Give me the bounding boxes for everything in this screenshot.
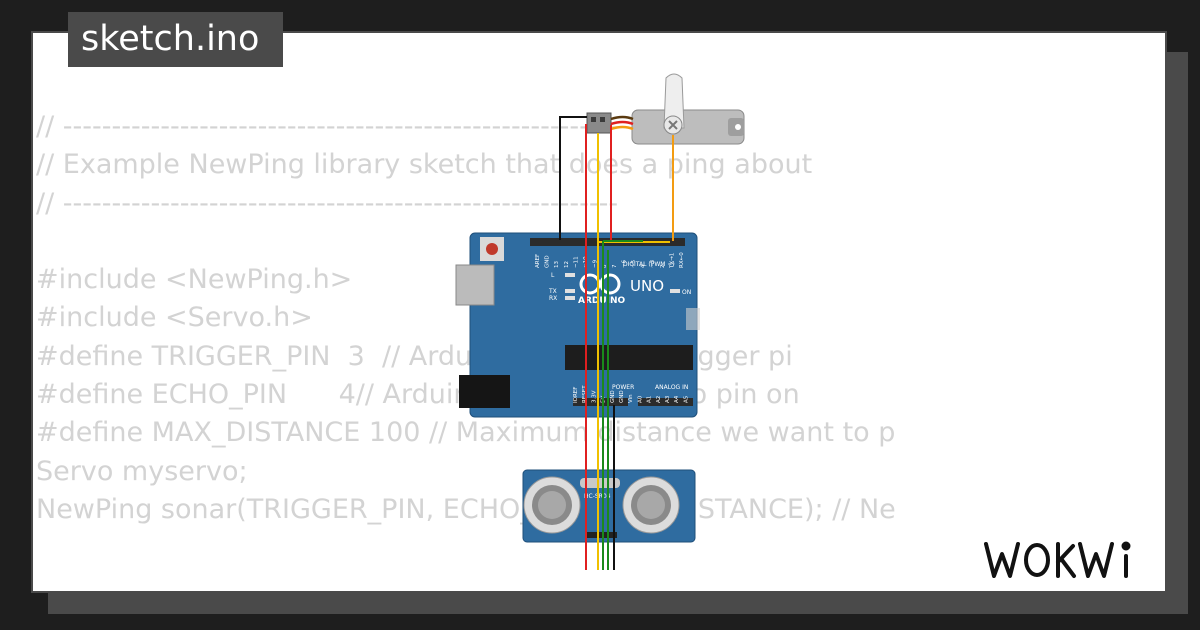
pin-label: TX→1 <box>669 253 675 269</box>
analog-header-label: ANALOG IN <box>655 384 688 391</box>
code-preview: // -------------------------------------… <box>36 108 896 529</box>
power-header-label: POWER <box>612 384 634 391</box>
led-label-rx: RX <box>549 295 557 302</box>
file-name-tab: sketch.ino <box>68 12 284 67</box>
pin-label: A1 <box>647 396 653 403</box>
pin-label: A0 <box>637 395 643 403</box>
pin-label: Vin <box>628 394 634 403</box>
code-line: NewPing sonar(TRIGGER_PIN, ECHO_PIN, MAX… <box>36 493 896 525</box>
pin-label: A2 <box>656 396 662 403</box>
pin-label: 8 <box>602 264 608 268</box>
pin-label: A3 <box>665 395 671 403</box>
pin-label: A4 <box>674 395 680 403</box>
board-model: UNO <box>630 277 664 295</box>
pin-label: GND <box>619 390 625 403</box>
code-line: #include <Servo.h> <box>36 302 313 334</box>
code-line: // -------------------------------------… <box>36 187 619 219</box>
pin-label: 7 <box>612 264 618 268</box>
code-line: Servo myservo; <box>36 455 248 487</box>
wires <box>559 116 674 570</box>
code-line: #define MAX_DISTANCE 100 // Maximum dist… <box>36 417 896 449</box>
pin-label: 4 <box>641 264 647 268</box>
ultrasonic-sensor[interactable]: HC-SR04 <box>522 469 696 543</box>
servo-motor[interactable] <box>586 73 745 145</box>
on-label: ON <box>682 289 691 296</box>
pin-label: GND <box>545 255 551 268</box>
pin-label: 13 <box>554 261 560 268</box>
board-brand: ARDUINO <box>578 296 626 306</box>
code-line: // Example NewPing library sketch that d… <box>36 149 813 181</box>
wokwi-logo <box>978 534 1150 586</box>
code-line: // -------------------------------------… <box>36 111 619 142</box>
code-line: #include <NewPing.h> <box>36 264 353 296</box>
pin-label: A5 <box>683 395 689 403</box>
pin-label: ~9 <box>593 259 599 268</box>
pin-label: IOREF <box>573 387 579 403</box>
pin-label: ~11 <box>573 256 579 268</box>
digital-header-label: DIGITAL (PWM ~) <box>623 261 675 268</box>
pin-label: GND <box>610 390 616 403</box>
pin-label: RX←0 <box>679 252 685 268</box>
pin-label: 3.3V <box>591 390 597 403</box>
pin-label: 2 <box>660 265 666 269</box>
pin-label: ~5 <box>631 259 637 268</box>
arduino-uno-board[interactable]: L TX RX ON ARDUINO UNO DIGITAL (PWM ~) A… <box>455 232 700 418</box>
pin-label: 12 <box>564 261 570 268</box>
led-label-l: L <box>551 272 555 279</box>
led-label-tx: TX <box>548 288 557 295</box>
pin-label: ~6 <box>621 259 627 268</box>
pin-label: AREF <box>535 254 541 268</box>
pin-label: ~3 <box>650 259 656 268</box>
